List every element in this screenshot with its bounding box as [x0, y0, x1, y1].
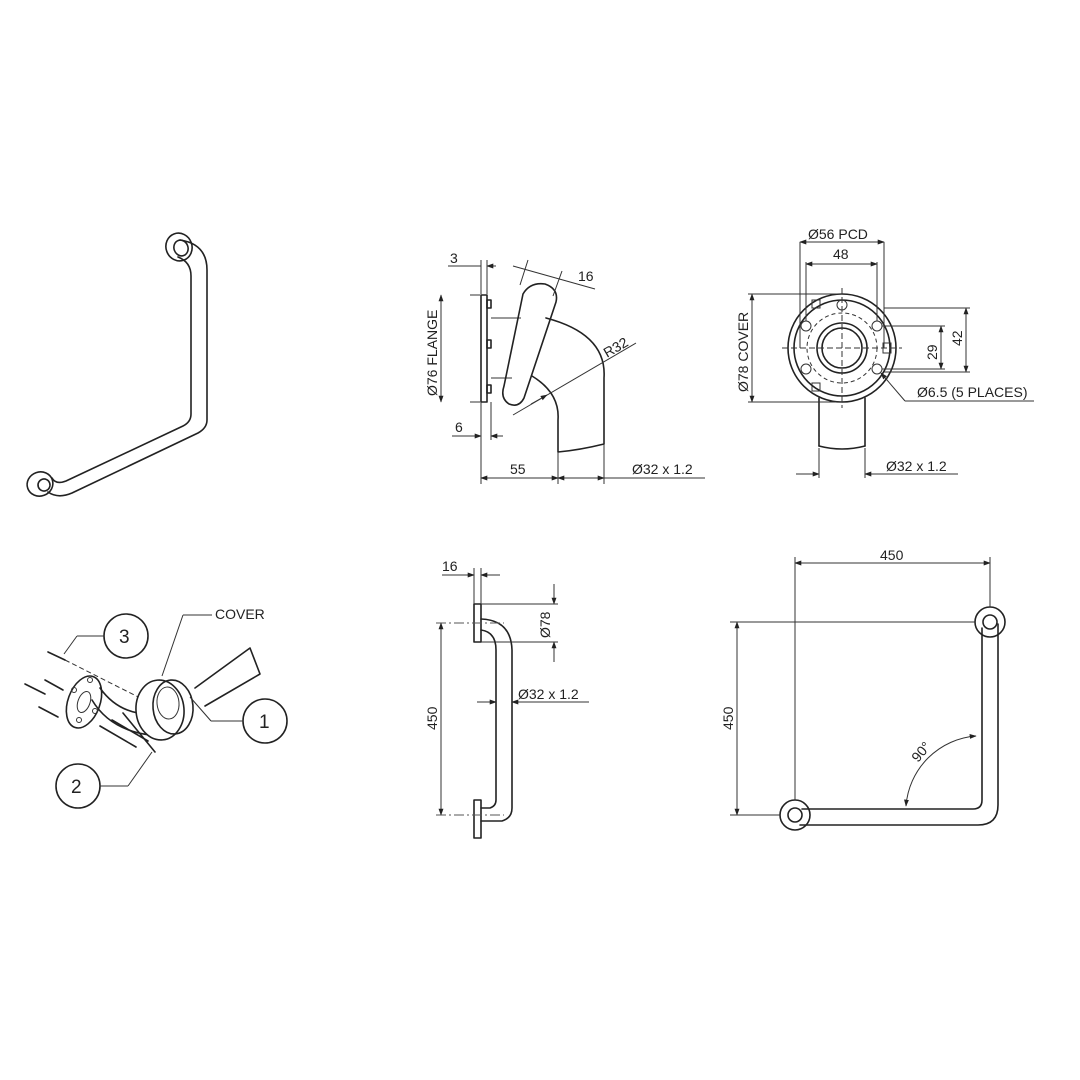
flange-offset-dim: 6 [455, 419, 463, 435]
iso-top-flange [165, 232, 193, 262]
front-tube-dim: Ø32 x 1.2 [886, 458, 947, 474]
hole-spacing-v1-dim: 29 [924, 344, 940, 360]
projection-dim: 55 [510, 461, 526, 477]
side-dimensions: 3 16 Ø76 FLANGE R32 6 55 Ø32 x 1.2 [424, 250, 705, 484]
elevation-dimensions: 16 Ø78 450 Ø32 x 1.2 [424, 558, 589, 816]
front-cover [782, 288, 902, 408]
exploded-callouts: COVER 3 1 2 [55, 606, 288, 809]
hole-spacing-h-dim: 48 [833, 246, 849, 262]
flange-thickness-dim: 3 [450, 250, 458, 266]
elevation-tube-dim: Ø32 x 1.2 [518, 686, 579, 702]
plan-view: 450 450 90° [720, 547, 1006, 831]
side-bent-tube [531, 317, 605, 453]
bend-radius-dim: R32 [601, 334, 631, 361]
elevation-grab-bar [436, 603, 513, 839]
plan-width-dim: 450 [880, 547, 904, 563]
front-tube-stub [818, 397, 866, 450]
exploded-view: COVER 3 1 2 [24, 606, 288, 809]
balloon-3: 3 [119, 627, 130, 648]
front-dimensions: Ø56 PCD 48 Ø78 COVER 29 42 Ø6.5 (5 PLACE… [735, 226, 1034, 478]
plan-dimensions: 450 450 90° [720, 547, 991, 816]
side-view: 3 16 Ø76 FLANGE R32 6 55 Ø32 x 1.2 [424, 250, 705, 484]
plan-height-dim: 450 [720, 706, 736, 730]
hole-spacing-v2-dim: 42 [949, 330, 965, 346]
elevation-height-dim: 450 [424, 706, 440, 730]
iso-tube [47, 239, 208, 497]
cover-callout: COVER [215, 606, 265, 622]
exploded-flange [65, 675, 103, 729]
cover-diameter-dim: Ø78 COVER [735, 312, 751, 392]
plan-angle-dim: 90° [908, 738, 934, 765]
elevation-view: 16 Ø78 450 Ø32 x 1.2 [424, 558, 589, 839]
balloon-2: 2 [71, 777, 82, 798]
side-tube-dim: Ø32 x 1.2 [632, 461, 693, 477]
elevation-cover-dia-dim: Ø78 [537, 611, 553, 638]
plan-grab-bar [779, 606, 1006, 831]
balloon-1: 1 [259, 712, 270, 733]
elevation-cover-depth-dim: 16 [442, 558, 458, 574]
pcd-dim: Ø56 PCD [808, 226, 868, 242]
flange-diameter-dim: Ø76 FLANGE [424, 310, 440, 396]
cover-depth-dim: 16 [578, 268, 594, 284]
holes-dim: Ø6.5 (5 PLACES) [917, 384, 1028, 400]
side-cover [502, 282, 558, 406]
iso-bottom-flange [26, 471, 54, 497]
exploded-cover [135, 679, 194, 741]
front-view: Ø56 PCD 48 Ø78 COVER 29 42 Ø6.5 (5 PLACE… [735, 226, 1034, 478]
side-flange [480, 294, 521, 403]
isometric-view [26, 232, 208, 497]
